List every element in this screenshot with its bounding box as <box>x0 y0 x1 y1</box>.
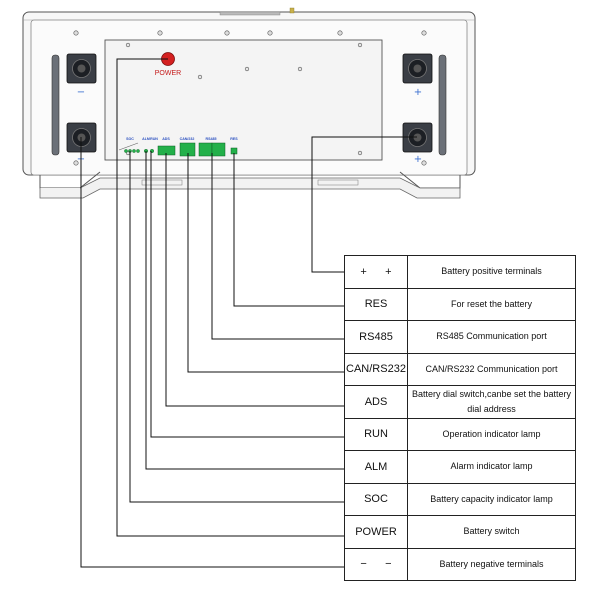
legend-code: CAN/RS232 <box>344 352 408 386</box>
legend-code: RUN <box>344 417 408 451</box>
legend-description: Battery capacity indicator lamp <box>407 482 576 516</box>
leader-positive <box>311 136 417 273</box>
positive-sign-bottom: + <box>414 154 422 165</box>
legend-description: Alarm indicator lamp <box>407 450 576 484</box>
port-label-run: RUN <box>150 137 158 141</box>
legend-description: Operation indicator lamp <box>407 417 576 451</box>
rs485-port-1 <box>198 142 213 157</box>
port-label-soc: SOC <box>126 137 134 141</box>
port-label-ads: ADS <box>162 137 170 141</box>
negative-sign-top: − <box>77 87 85 98</box>
leader-ads <box>165 153 344 407</box>
legend-code: − − <box>344 547 408 581</box>
legend-description: Battery positive terminals <box>407 255 576 289</box>
legend-code: SOC <box>344 482 408 516</box>
leader-alm <box>145 151 344 470</box>
terminal-positive-bottom <box>402 122 433 153</box>
legend-code: RES <box>344 287 408 321</box>
port-label-rs485: RS485 <box>206 137 217 141</box>
legend-description: Battery negative terminals <box>407 547 576 581</box>
legend-description: Battery dial switch,canbe set the batter… <box>407 385 576 419</box>
leader-run <box>150 151 344 438</box>
terminal-positive-top <box>402 53 433 84</box>
port-label-res: RES <box>230 137 238 141</box>
legend-description: RS485 Communication port <box>407 320 576 354</box>
port-label-can: CAN/232 <box>180 137 195 141</box>
legend-code: ADS <box>344 385 408 419</box>
leader-power <box>116 58 344 537</box>
terminal-negative-top <box>66 53 97 84</box>
leader-negative <box>80 137 344 568</box>
positive-sign-top: + <box>414 87 422 98</box>
power-label: POWER <box>155 70 181 77</box>
leader-can <box>187 153 344 373</box>
port-labels: SOC ALM RUN ADS CAN/232 RS485 RES <box>126 137 238 141</box>
legend-description: For reset the battery <box>407 287 576 321</box>
control-plate <box>104 39 383 161</box>
leader-lines <box>80 58 417 568</box>
legend-description: Battery switch <box>407 515 576 549</box>
legend-code: + + <box>344 255 408 289</box>
legend-code: ALM <box>344 450 408 484</box>
legend-code: RS485 <box>344 320 408 354</box>
legend-row-negative-terminals: − −Battery negative terminals <box>344 547 576 581</box>
leader-soc <box>129 151 344 503</box>
legend-description: CAN/RS232 Communication port <box>407 352 576 386</box>
legend-code: POWER <box>344 515 408 549</box>
leader-res <box>233 153 344 307</box>
leader-rs485 <box>211 153 344 340</box>
legend-row-positive-terminals: + +Battery positive terminals <box>344 255 576 289</box>
port-label-alm: ALM <box>142 137 150 141</box>
rs485-port-2 <box>211 142 226 157</box>
